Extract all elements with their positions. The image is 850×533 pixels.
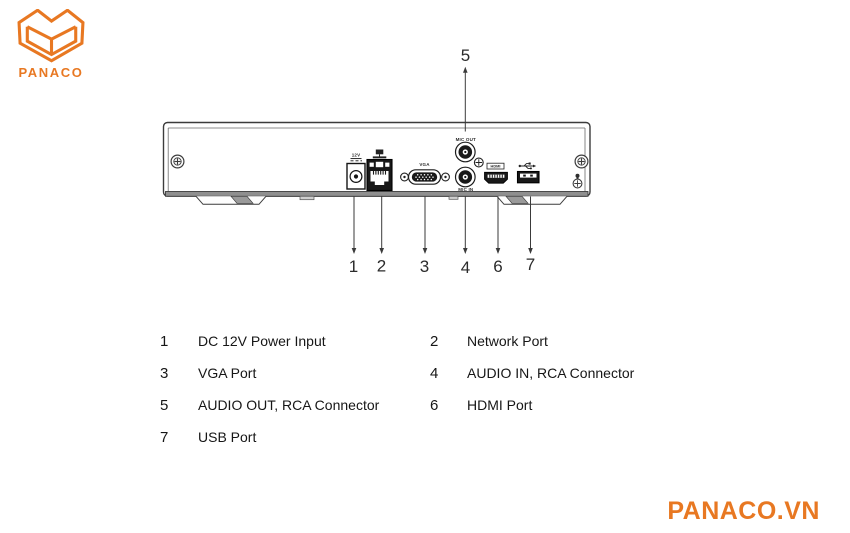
callout-3: 3 <box>420 257 429 276</box>
legend-num: 1 <box>160 333 169 350</box>
svg-text:MIC IN: MIC IN <box>458 187 473 192</box>
legend-label: VGA Port <box>198 365 257 381</box>
legend-num: 2 <box>430 333 439 350</box>
callout-4: 4 <box>461 258 470 277</box>
callout-7: 7 <box>526 255 535 274</box>
legend-table: 1 DC 12V Power Input 2 Network Port 3 VG… <box>158 333 718 446</box>
network-port <box>366 149 393 192</box>
legend-num: 6 <box>430 397 439 414</box>
dc-power-jack: 12V <box>346 153 366 190</box>
svg-text:12V: 12V <box>352 153 361 158</box>
vga-port: VGA <box>400 162 450 185</box>
legend-num: 4 <box>430 365 439 382</box>
open-book-logo-icon <box>17 9 85 63</box>
callout-arrowheads <box>351 66 533 254</box>
callout-5: 5 <box>461 46 470 65</box>
svg-text:HDMI: HDMI <box>491 164 501 169</box>
svg-text:MIC OUT: MIC OUT <box>456 137 476 142</box>
audio-out-rca-port: MIC OUT <box>454 137 476 163</box>
rear-panel-diagram: 12V VGA MIC OUT <box>162 46 591 277</box>
panaco-logo: PANACO <box>14 9 88 80</box>
legend-num: 3 <box>160 365 169 382</box>
callout-2: 2 <box>377 257 386 276</box>
legend-num: 7 <box>160 429 169 446</box>
hdmi-port: HDMI <box>484 162 508 184</box>
legend-label: DC 12V Power Input <box>198 333 326 349</box>
callout-numbers: 5 1 2 3 4 6 7 <box>349 46 535 277</box>
usb-icon <box>518 162 537 170</box>
svg-text:VGA: VGA <box>419 162 430 167</box>
legend-label: AUDIO IN, RCA Connector <box>467 365 635 381</box>
legend-num: 5 <box>160 397 169 414</box>
screw-left-icon <box>170 154 185 169</box>
callout-6: 6 <box>493 257 502 276</box>
usb-port <box>516 162 540 184</box>
screw-right-icon <box>574 154 589 169</box>
audio-in-rca-port: MIC IN <box>454 166 476 192</box>
callout-1: 1 <box>349 257 358 276</box>
logo-wordmark: PANACO <box>18 65 84 80</box>
legend-label: AUDIO OUT, RCA Connector <box>198 397 380 413</box>
legend-label: Network Port <box>467 333 548 349</box>
legend-label: USB Port <box>198 429 257 445</box>
panel-screw-icon <box>473 157 484 168</box>
lan-icon <box>372 149 387 159</box>
callout-lines <box>353 72 531 249</box>
legend-label: HDMI Port <box>467 397 533 413</box>
website-wordmark: PANACO.VN <box>667 497 820 525</box>
ground-terminal-icon <box>572 173 583 189</box>
